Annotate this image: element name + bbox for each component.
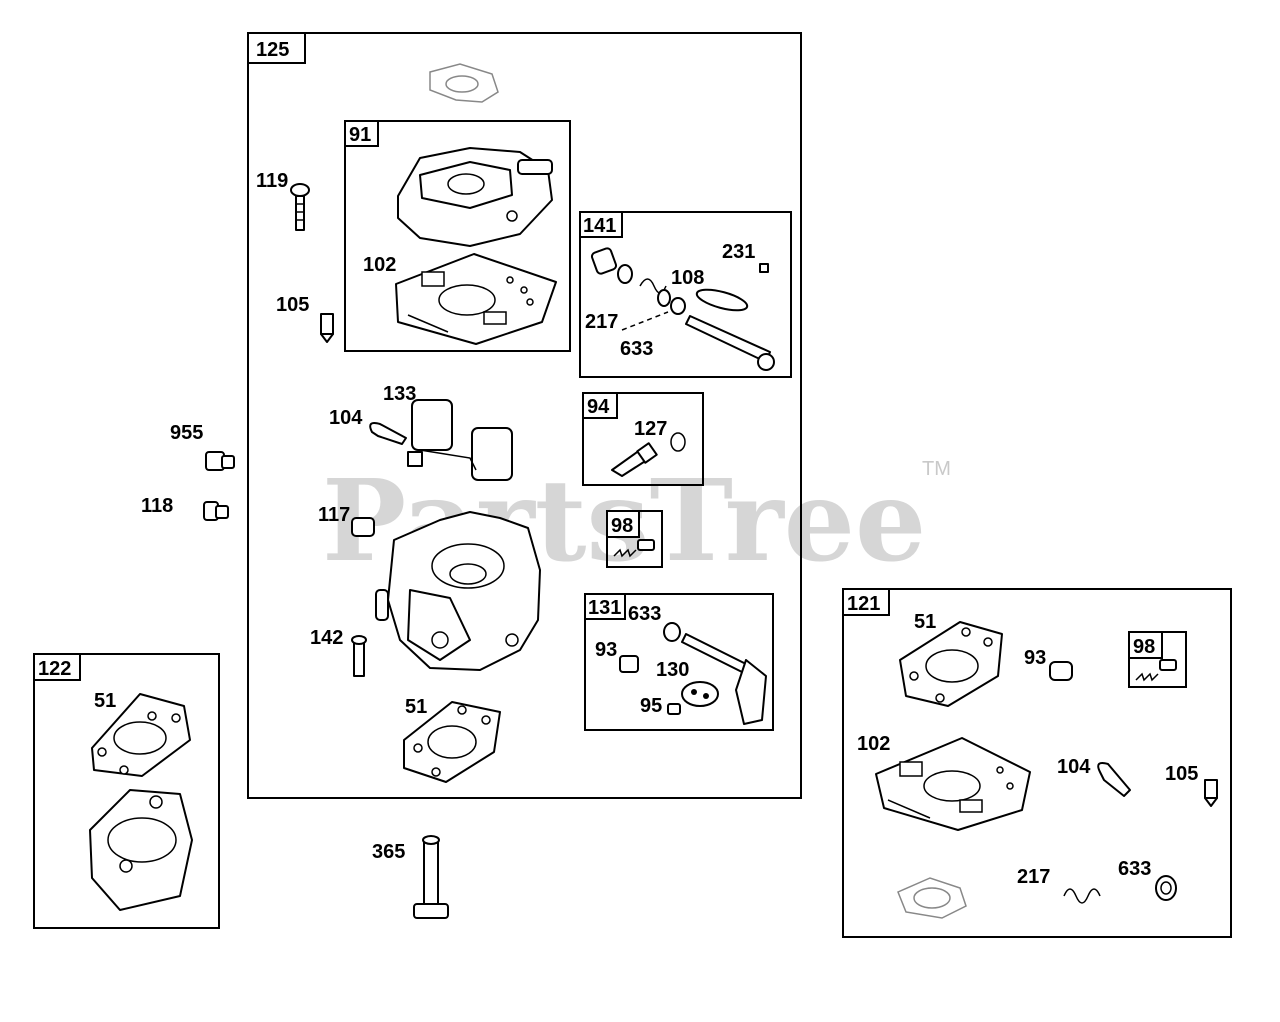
group-98-inner-label: 98 [611, 515, 633, 537]
callout-93-121: 93 [1024, 647, 1046, 669]
float-133-part [407, 399, 513, 481]
needle-105-part [320, 313, 334, 343]
callout-119: 119 [256, 170, 288, 192]
callout-105-121: 105 [1165, 763, 1198, 785]
callout-93: 93 [595, 639, 617, 661]
callout-633: 633 [620, 338, 653, 360]
group-91-label: 91 [349, 124, 371, 146]
callout-217-121: 217 [1017, 866, 1050, 888]
group-125-label: 125 [256, 39, 289, 61]
gasket-51-121-part [899, 621, 1003, 707]
group-121-label: 121 [847, 593, 880, 615]
callout-102: 102 [363, 254, 396, 276]
top-gasket-part [429, 63, 499, 103]
group-121: 121 [842, 588, 1232, 938]
callout-133: 133 [383, 383, 416, 405]
group-98-kit-label: 98 [1133, 636, 1155, 658]
jet-93-121-part [1049, 661, 1073, 681]
gasket-gray-121-part [897, 877, 967, 919]
callout-130: 130 [656, 659, 689, 681]
callout-104-121: 104 [1057, 756, 1091, 778]
callout-633-throttle: 633 [628, 603, 661, 625]
group-122: 122 [33, 653, 220, 929]
callout-127: 127 [634, 418, 667, 440]
plug-118-part [203, 501, 229, 521]
callout-117: 117 [318, 504, 350, 526]
callout-51-122: 51 [94, 690, 116, 712]
needle-105-121-part [1204, 779, 1218, 807]
group-94: 94 [582, 392, 704, 486]
spacer-122-part [89, 789, 193, 911]
watermark-tm: TM [922, 458, 951, 480]
tube-142-part [351, 635, 367, 677]
group-131: 131 [584, 593, 774, 731]
pin-104-121-part [1097, 762, 1131, 797]
group-98-inner: 98 [606, 510, 663, 568]
group-131-label: 131 [588, 597, 621, 619]
callout-365: 365 [372, 841, 405, 863]
throttle-kit-part [619, 622, 767, 725]
group-141-label: 141 [583, 215, 616, 237]
pin-104-part [369, 422, 407, 445]
group-98-kit: 98 [1128, 631, 1187, 688]
plug-955-part [205, 451, 235, 471]
spring-98-kit-part [1135, 659, 1177, 682]
callout-217: 217 [585, 311, 618, 333]
screw-119-part [290, 183, 310, 231]
group-141: 141 [579, 211, 792, 378]
callout-955: 955 [170, 422, 203, 444]
callout-51: 51 [405, 696, 427, 718]
callout-102-121: 102 [857, 733, 890, 755]
callout-105: 105 [276, 294, 309, 316]
group-122-label: 122 [38, 658, 71, 680]
group-125: 125 [247, 32, 802, 799]
group-91: 91 [344, 120, 571, 352]
spring-217-121-part [1063, 888, 1101, 904]
jet-117-part [351, 517, 375, 537]
stud-365-part [413, 835, 449, 919]
gasket-51-part [403, 701, 501, 783]
callout-231: 231 [722, 241, 755, 263]
carburetor-body-part [375, 511, 541, 671]
washer-633-121-part [1155, 875, 1177, 901]
group-94-label: 94 [587, 396, 610, 418]
choke-shaft-kit-part [590, 247, 775, 371]
callout-104: 104 [329, 407, 363, 429]
callout-633-121: 633 [1118, 858, 1151, 880]
gasket-102-121-part [875, 737, 1031, 831]
callout-142: 142 [310, 627, 343, 649]
callout-51-121: 51 [914, 611, 936, 633]
callout-108: 108 [671, 267, 704, 289]
idle-screw-127-part [611, 432, 686, 477]
carburetor-cover-part [397, 147, 553, 247]
callout-118: 118 [141, 495, 173, 517]
spring-98-inner-part [613, 539, 655, 558]
gasket-51-122-part [91, 693, 191, 777]
gasket-102-part [395, 253, 557, 345]
callout-95: 95 [640, 695, 662, 717]
